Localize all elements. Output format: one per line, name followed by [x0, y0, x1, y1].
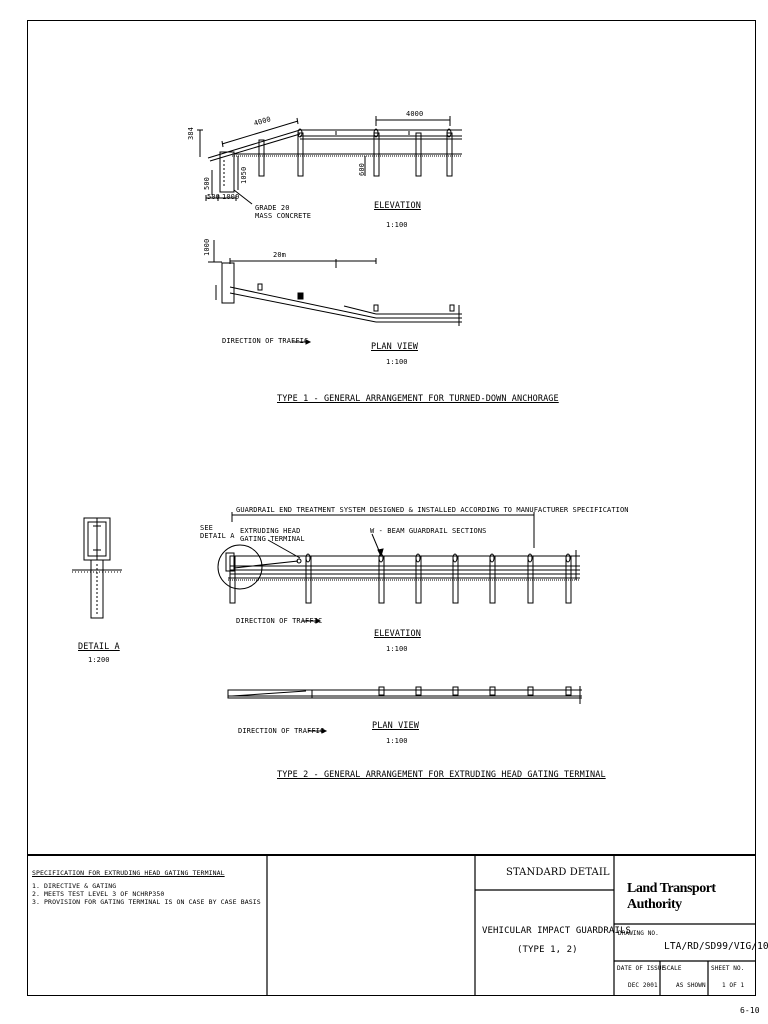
scale-value: AS SHOWN: [676, 982, 706, 989]
type2-see-detail-1: SEE: [200, 524, 213, 532]
type1-plan-traffic-label: DIRECTION OF TRAFFIC: [222, 337, 309, 345]
drawing-no-value: LTA/RD/SD99/VIG/10: [664, 941, 768, 952]
spec-item-1: 1. DIRECTIVE & GATING: [32, 882, 117, 890]
spec-item-3: 3. PROVISION FOR GATING TERMINAL IS ON C…: [32, 898, 261, 906]
type2-plan-drawing: [227, 686, 582, 734]
type1-concrete-note-1: GRADE 20: [255, 204, 290, 212]
detail-a-scale: 1:200: [88, 656, 110, 664]
type1-plan-title: PLAN VIEW: [371, 342, 418, 352]
type1-dim-500a: 500: [203, 177, 211, 190]
detail-a-title: DETAIL A: [78, 642, 120, 652]
type2-terminal-label-1: EXTRUDING HEAD: [240, 527, 301, 535]
type1-concrete-note-2: MASS CONCRETE: [255, 212, 312, 220]
page-number: 6-10: [740, 1006, 760, 1015]
type2-heading: TYPE 2 - GENERAL ARRANGEMENT FOR EXTRUDI…: [277, 770, 606, 780]
type1-plan-dim-1000: 1000: [203, 238, 211, 256]
type1-plan-drawing: [208, 240, 462, 345]
sheet-no-value: 1 OF 1: [722, 982, 745, 989]
type1-dim-span: 4000: [406, 110, 424, 118]
type2-elevation-drawing: [217, 512, 580, 624]
date-of-issue-label: DATE OF ISSUE: [617, 965, 666, 972]
type1-plan-dim-20m: 20m: [273, 251, 286, 259]
type1-heading: TYPE 1 - GENERAL ARRANGEMENT FOR TURNED-…: [277, 394, 559, 404]
type2-elevation-title: ELEVATION: [374, 629, 421, 639]
type2-see-detail-2: DETAIL A: [200, 532, 235, 540]
type2-system-note: GUARDRAIL END TREATMENT SYSTEM DESIGNED …: [236, 506, 629, 514]
lta-logo: Land Transport Authority: [627, 881, 768, 913]
type2-elevation-scale: 1:100: [386, 645, 408, 653]
type1-elevation-title: ELEVATION: [374, 201, 421, 211]
type1-plan-scale: 1:100: [386, 358, 408, 366]
standard-detail-label: STANDARD DETAIL: [506, 867, 610, 878]
type2-terminal-label-2: GATING TERMINAL: [240, 535, 305, 543]
drawing-no-label: DRAWING NO.: [618, 930, 659, 937]
type2-elevation-traffic-label: DIRECTION OF TRAFFIC: [236, 617, 323, 625]
type1-dim-384: 384: [187, 127, 195, 140]
spec-item-2: 2. MEETS TEST LEVEL 3 OF NCHRP350: [32, 890, 165, 898]
lta-logo-text: Land Transport Authority: [627, 881, 716, 912]
drawing-title-line-2: (TYPE 1, 2): [517, 945, 578, 955]
type2-plan-scale: 1:100: [386, 737, 408, 745]
detail-a-drawing: [72, 517, 122, 619]
title-block-lines: [27, 854, 756, 996]
type1-dim-500b: 500: [207, 193, 220, 201]
sheet-no-label: SHEET NO.: [711, 965, 745, 972]
type2-plan-traffic-label: DIRECTION OF TRAFFIC: [238, 727, 325, 735]
type1-elevation-scale: 1:100: [386, 221, 408, 229]
type1-elevation-drawing: [197, 116, 462, 205]
drawing-title-line-1: VEHICULAR IMPACT GUARDRAILS: [482, 926, 631, 936]
type1-dim-1050: 1050: [240, 166, 248, 184]
type2-wbeam-label: W - BEAM GUARDRAIL SECTIONS: [370, 527, 487, 535]
type2-plan-title: PLAN VIEW: [372, 721, 419, 731]
type1-dim-1000: 1000: [222, 193, 240, 201]
spec-heading: SPECIFICATION FOR EXTRUDING HEAD GATING …: [32, 869, 225, 877]
drawing-frame: [27, 20, 756, 996]
date-of-issue-value: DEC 2001: [628, 982, 658, 989]
type1-dim-600: 600: [358, 163, 366, 176]
scale-label: SCALE: [663, 965, 682, 972]
